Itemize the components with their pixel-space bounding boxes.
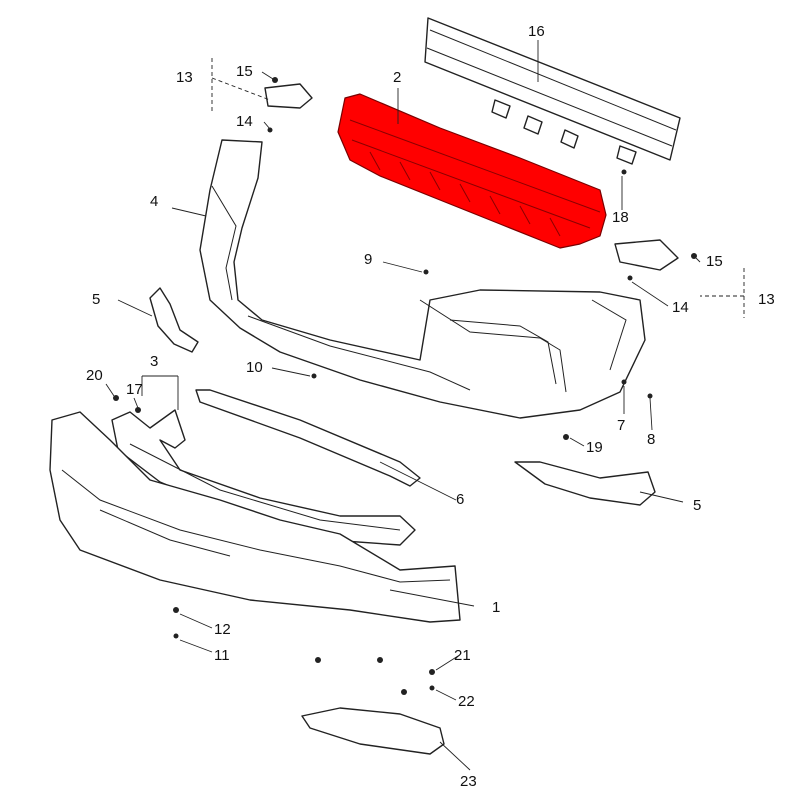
part-13-right-mount-bracket	[614, 239, 679, 271]
callout-22: 22	[458, 693, 475, 710]
callout-5-right: 5	[693, 497, 701, 514]
callout-20: 20	[86, 367, 103, 384]
callout-10: 10	[246, 359, 263, 376]
part-5-right-bracket	[514, 461, 656, 506]
grouping-brackets	[141, 58, 745, 410]
leader-lines	[105, 40, 701, 771]
callout-4: 4	[150, 193, 158, 210]
callout-15-right: 15	[706, 253, 723, 270]
callout-2: 2	[393, 69, 401, 86]
part-1-lower-bumper-cover	[49, 411, 461, 623]
callout-18: 18	[612, 209, 629, 226]
callout-9: 9	[364, 251, 372, 268]
callout-23: 23	[460, 773, 477, 790]
callout-14-right: 14	[672, 299, 689, 316]
callout-6: 6	[456, 491, 464, 508]
callout-19: 19	[586, 439, 603, 456]
callout-7: 7	[617, 417, 625, 434]
part-2-energy-absorber	[337, 93, 607, 249]
callout-13-right: 13	[758, 291, 775, 308]
callout-14-left: 14	[236, 113, 253, 130]
callout-12: 12	[214, 621, 231, 638]
callout-11: 11	[214, 647, 230, 664]
callout-16: 16	[528, 23, 545, 40]
fasteners	[113, 77, 697, 695]
callout-13-left: 13	[176, 69, 193, 86]
part-23-undertray	[301, 707, 445, 755]
callout-3: 3	[150, 353, 158, 370]
part-16-reinforcement-beam	[424, 17, 681, 165]
callout-8: 8	[647, 431, 655, 448]
callout-17: 17	[126, 381, 143, 398]
part-6-grille-strip	[195, 389, 421, 487]
callout-15-left: 15	[236, 63, 253, 80]
part-5-left-bracket	[149, 287, 199, 353]
callout-labels: 1 2 3 4 5 5 6 7 8 9 10 11 12 13 13 14 14…	[86, 23, 775, 790]
callout-21: 21	[454, 647, 471, 664]
callout-5-left: 5	[92, 291, 100, 308]
part-13-left-mount-bracket	[264, 83, 313, 109]
callout-1: 1	[492, 599, 500, 616]
part-4-bumper-fascia	[199, 139, 646, 419]
